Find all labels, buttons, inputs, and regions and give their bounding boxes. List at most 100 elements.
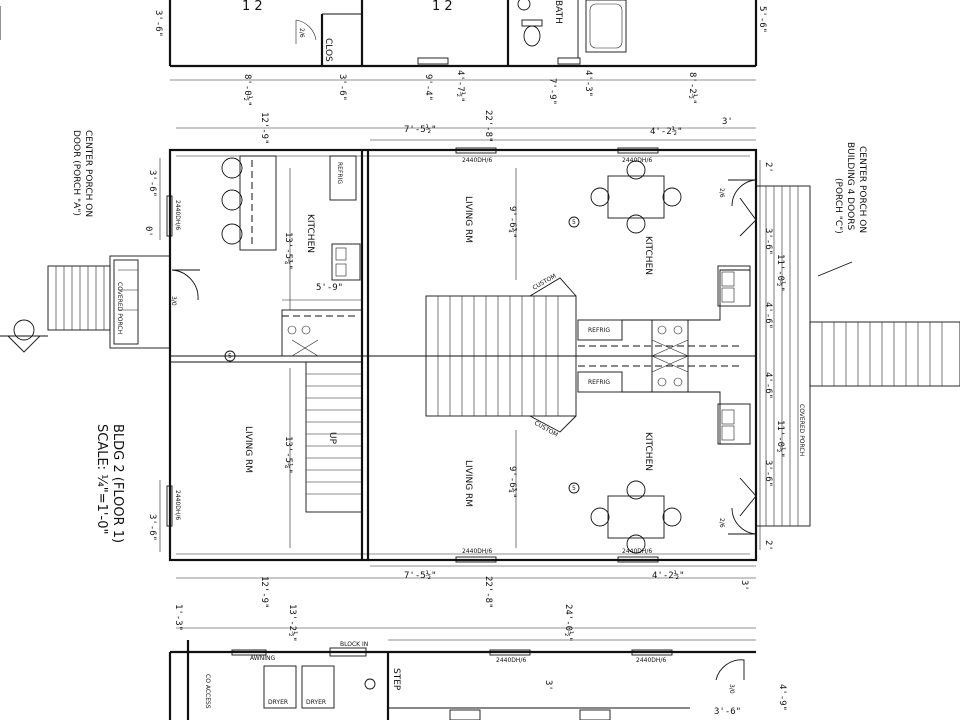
dimension-lines — [159, 127, 756, 579]
door-swing-icon — [739, 477, 757, 517]
dim-right-11-0-top: 11'-0½" — [775, 254, 786, 292]
room-label-top-left: 1 2 — [242, 0, 263, 14]
step-label: STEP — [391, 668, 401, 691]
covered-porch-label-left: COVERED PORCH — [116, 282, 123, 334]
bar-stool — [221, 223, 243, 245]
block-in — [329, 647, 367, 657]
dim-top-left-3-6: 3'-6" — [153, 10, 163, 37]
kitchen-sink — [717, 265, 751, 307]
window — [455, 147, 497, 154]
dim-12-9-bottom: 12'-9" — [259, 576, 269, 609]
dim-bottom-4-9: 4'-9" — [777, 684, 787, 711]
dim-kitchen-5-9: 5'-9" — [316, 283, 343, 293]
living-label-center-bottom: LIVING RM — [463, 460, 473, 507]
entry-door-right-top — [728, 179, 757, 207]
window-tag-1: 2440DH/6 — [462, 157, 492, 164]
door-tag-right-bottom: 2/6 — [718, 518, 725, 528]
bathtub — [585, 0, 627, 53]
upper-floor-plan-partial: 1 2 1 2 CLOS BATH 2/6 8'-0½" 3'-6" 9'-4"… — [153, 0, 767, 107]
dim-7-5-top: 7'-5½" — [404, 124, 437, 135]
window — [617, 147, 659, 154]
washer — [301, 665, 335, 709]
window-tag-8: 2440DH/6 — [636, 657, 666, 664]
kitchen-sink — [717, 403, 751, 445]
room-tag-icon — [568, 216, 580, 228]
drawing-scale: SCALE: ¼"=1'-0" — [94, 424, 109, 534]
dim-right-2-bottom: 2' — [763, 540, 773, 551]
closet-label: CLOS — [323, 38, 333, 62]
room-tag-bottom: 5 — [572, 485, 576, 492]
window — [166, 195, 173, 237]
refrig-label-right-bottom: REFRIG — [588, 379, 610, 386]
kitchen-label-left: KITCHEN — [305, 214, 315, 253]
central-staircase: CUSTOM CUSTOM — [425, 273, 577, 439]
dim-top-8-0: 8'-0½" — [242, 74, 253, 107]
dim-side-3-6-top: 3'-6" — [147, 170, 157, 197]
porch-a-note-2: DOOR (PORCH "A") — [71, 130, 81, 216]
dim-right-2-top: 2' — [763, 162, 773, 173]
dining-table-top — [590, 160, 682, 234]
dim-top-4-3: 4'-3" — [583, 70, 593, 97]
block-in-label: BLOCK IN — [340, 641, 368, 648]
kitchen-sink — [331, 243, 361, 281]
dim-living-9-6-bottom: 9'-6¾" — [507, 466, 517, 499]
dining-table-bottom — [590, 480, 682, 554]
dim-7-5-bottom: 7'-5½" — [404, 570, 437, 581]
room-tag-icon — [568, 482, 580, 494]
dim-right-4-6-a: 4'-6" — [763, 302, 773, 329]
room-tag-top: 5 — [572, 219, 576, 226]
exterior-walls — [168, 148, 758, 562]
window — [166, 485, 173, 527]
dim-top-9-4: 9'-4" — [423, 74, 433, 101]
refrigerator — [329, 155, 357, 201]
dim-22-8-top: 22'-8" — [483, 110, 493, 143]
dim-12-9-top: 12'-9" — [259, 112, 269, 145]
living-label-left: LIVING RM — [243, 426, 253, 473]
entry-door-right-bottom — [728, 507, 757, 535]
dim-kitchen-13-5: 13'-5¾" — [283, 232, 293, 270]
dryer — [263, 665, 297, 709]
dim-top-right-5-6: 5'-6" — [757, 6, 767, 33]
dim-bottom-13-2: 13'-2½" — [287, 604, 298, 642]
kitchen-label-right-top: KITCHEN — [643, 236, 653, 275]
dim-bottom-3: 3' — [543, 680, 553, 691]
left-staircase: UP — [305, 361, 363, 513]
window — [489, 649, 531, 656]
kitchen-island — [239, 155, 277, 251]
room-tag-icon — [224, 350, 236, 362]
main-floor-plan: REFRIG UP — [166, 147, 761, 563]
window-tag-7: 2440DH/6 — [496, 657, 526, 664]
window-tag-5: 2440DH/6 — [174, 200, 181, 230]
door-tag-right-top: 2/6 — [718, 188, 725, 198]
porch-a-left: COVERED PORCH — [0, 255, 171, 353]
dim-right-11-0-bottom: 11'-0½" — [775, 420, 786, 458]
door-tag-bottom: 3/0 — [728, 684, 735, 694]
kitchen-label-right-bottom: KITCHEN — [643, 432, 653, 471]
refrigerator — [577, 371, 623, 393]
bar-stool — [221, 189, 243, 211]
porch-steps-right — [809, 321, 960, 387]
drawing-title: BLDG 2 (FLOOR 1) — [110, 424, 125, 543]
entry-door-left — [171, 269, 200, 301]
window-tag-6: 2440DH/6 — [174, 490, 181, 520]
bar-stool — [221, 157, 243, 179]
dim-top-8-2: 8'-2½" — [687, 72, 698, 105]
living-label-center-top: LIVING RM — [463, 196, 473, 243]
co-access-label: CO ACCESS — [204, 674, 211, 709]
window — [617, 556, 659, 563]
door-tag-left: 3/0 — [170, 296, 177, 306]
dim-bottom-3-6: 3'-6" — [714, 707, 741, 717]
door-swing-icon — [739, 197, 757, 237]
dim-bottom-24-0: 24'-0½" — [563, 604, 574, 642]
dim-3-bottom: 3' — [739, 580, 749, 591]
bath-label: BATH — [553, 0, 563, 24]
dim-side-3-6-bottom: 3'-6" — [147, 514, 157, 541]
window — [231, 649, 267, 656]
room-tag-icon — [364, 678, 376, 690]
porch-steps-left — [47, 265, 111, 331]
room-label-top-mid: 1 2 — [432, 0, 453, 14]
dim-22-8-bottom: 22'-8" — [483, 576, 493, 609]
door-swing-icon — [715, 659, 745, 681]
dim-right-4-6-b: 4'-6" — [763, 372, 773, 399]
room-tag-left: 5 — [228, 353, 232, 360]
